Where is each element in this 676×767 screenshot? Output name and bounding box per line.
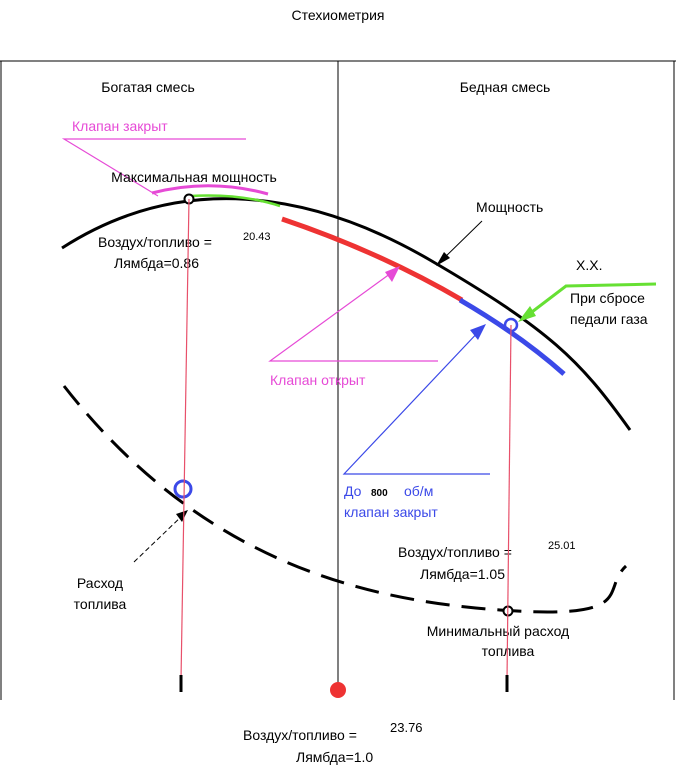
max-power-label: Максимальная мощность <box>111 169 277 185</box>
stoich-point <box>330 682 346 698</box>
power-label: Мощность <box>476 199 543 215</box>
idle-desc-line1: При сбросе <box>570 290 645 306</box>
rich-vertical-line <box>180 198 190 681</box>
stoich-af-label: Воздух/топливо = <box>243 727 357 743</box>
valve-closed-label: Клапан закрыт <box>72 118 168 134</box>
rich-lambda: Лямбда=0.86 <box>114 255 199 271</box>
lean-mixture-label: Бедная смесь <box>460 79 551 95</box>
rpm-note-line2: клапан закрыт <box>344 504 438 520</box>
min-consumption-line1: Минимальный расход <box>427 623 569 639</box>
rpm-note-unit: об/м <box>404 483 433 499</box>
rpm-note-prefix: До <box>344 483 362 499</box>
fuel-consumption-curve <box>62 385 628 614</box>
max-power-pink-arc <box>151 184 269 196</box>
max-power-green-arc <box>189 194 281 208</box>
rich-af-value: 20.43 <box>243 231 271 243</box>
stoich-af-value: 23.76 <box>390 720 423 735</box>
idle-blue-segment <box>458 297 566 376</box>
valve-open-label: Клапан открыт <box>270 372 366 388</box>
valve-open-leader <box>268 267 438 362</box>
valve-closed-leader <box>61 138 246 197</box>
stoich-lambda: Лямбда=1.0 <box>296 749 373 765</box>
rpm-note-leader <box>342 327 490 475</box>
diagram-title: Стехиометрия <box>292 7 385 23</box>
lean-af-value: 25.01 <box>548 540 576 552</box>
idle-label: Х.Х. <box>576 257 602 273</box>
rich-af-label: Воздух/топливо = <box>98 234 212 250</box>
rich-mixture-label: Богатая смесь <box>101 79 194 95</box>
lean-lambda: Лямбда=1.05 <box>420 566 505 582</box>
power-arrow-head <box>436 252 450 266</box>
rpm-note-arrowhead <box>470 324 486 340</box>
lean-af-label: Воздух/топливо = <box>398 544 512 560</box>
fuel-arrow-line <box>133 513 185 563</box>
power-curve <box>61 197 632 431</box>
min-consumption-line2: топлива <box>482 643 535 659</box>
lean-vertical-line <box>506 324 512 681</box>
fuel-consumption-line1: Расход <box>77 575 123 591</box>
rpm-note-value: 800 <box>371 488 388 499</box>
idle-green-arrow <box>523 282 657 320</box>
fuel-arrow-head <box>176 510 188 522</box>
fuel-consumption-line2: топлива <box>74 596 127 612</box>
rich-fuel-point <box>173 479 193 499</box>
idle-desc-line2: педали газа <box>570 311 648 327</box>
valve-open-arrowhead <box>385 266 400 282</box>
idle-green-arrowhead <box>518 306 536 322</box>
valve-open-red-segment <box>281 216 464 303</box>
